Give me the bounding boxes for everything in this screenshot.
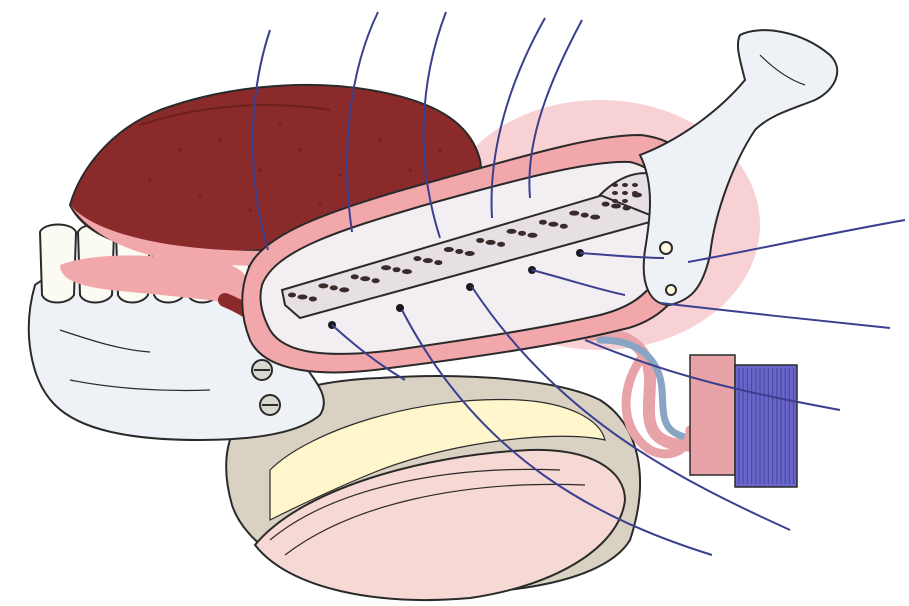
- cancellous-blob: [527, 233, 537, 238]
- muscle-dot: [378, 138, 381, 141]
- cancellous-blob: [560, 224, 568, 229]
- cancellous-blob: [612, 191, 618, 195]
- muscle-dot: [198, 193, 201, 196]
- cancellous-blob: [612, 183, 618, 187]
- cancellous-blob: [318, 283, 328, 288]
- cancellous-blob: [381, 265, 391, 270]
- cancellous-blob: [423, 258, 433, 263]
- muscle-dot: [258, 168, 261, 171]
- cancellous-blob: [372, 278, 380, 283]
- plate-body: [735, 365, 797, 487]
- muscle-dot: [318, 203, 321, 206]
- cancellous-blob: [632, 183, 638, 187]
- process-node-upper: [660, 242, 672, 254]
- cancellous-blob: [590, 215, 600, 220]
- cancellous-blob: [455, 249, 463, 254]
- muscle-dot: [148, 178, 151, 181]
- muscle-dot: [338, 173, 341, 176]
- cancellous-blob: [444, 247, 454, 252]
- cancellous-blob: [465, 251, 475, 256]
- cancellous-blob: [330, 285, 338, 290]
- muscle-dot: [248, 208, 251, 211]
- muscle-dot: [278, 123, 281, 126]
- cancellous-blob: [497, 242, 505, 247]
- muscle-dot: [178, 148, 181, 151]
- cancellous-blob: [434, 260, 442, 265]
- muscle-dot: [218, 138, 221, 141]
- cancellous-blob: [339, 287, 349, 292]
- muscle-dot: [408, 168, 411, 171]
- muscle-dot: [438, 148, 441, 151]
- cancellous-blob: [413, 256, 421, 261]
- cancellous-blob: [360, 276, 370, 281]
- cancellous-blob: [288, 293, 296, 298]
- cancellous-blob: [602, 202, 610, 207]
- cancellous-blob: [297, 294, 307, 299]
- cancellous-blob: [402, 269, 412, 274]
- pink-column: [690, 355, 735, 475]
- cancellous-blob: [476, 238, 484, 243]
- cancellous-blob: [581, 213, 589, 218]
- cancellous-blob: [507, 229, 517, 234]
- cancellous-blob: [569, 211, 579, 216]
- purple-plate: [690, 355, 797, 487]
- cancellous-blob: [622, 191, 628, 195]
- cancellous-blob: [486, 240, 496, 245]
- cancellous-blob: [622, 199, 628, 203]
- cancellous-blob: [548, 222, 558, 227]
- process-node-lower: [666, 285, 676, 295]
- muscle-dot: [298, 148, 301, 151]
- cancellous-blob: [309, 296, 317, 301]
- cancellous-blob: [622, 183, 628, 187]
- cancellous-blob: [612, 199, 618, 203]
- cancellous-blob: [539, 220, 547, 225]
- cancellous-blob: [393, 267, 401, 272]
- cancellous-blob: [632, 191, 638, 195]
- cancellous-blob: [518, 231, 526, 236]
- cancellous-blob: [351, 274, 359, 279]
- cancellous-blob: [623, 206, 631, 211]
- cancellous-blob: [611, 204, 621, 209]
